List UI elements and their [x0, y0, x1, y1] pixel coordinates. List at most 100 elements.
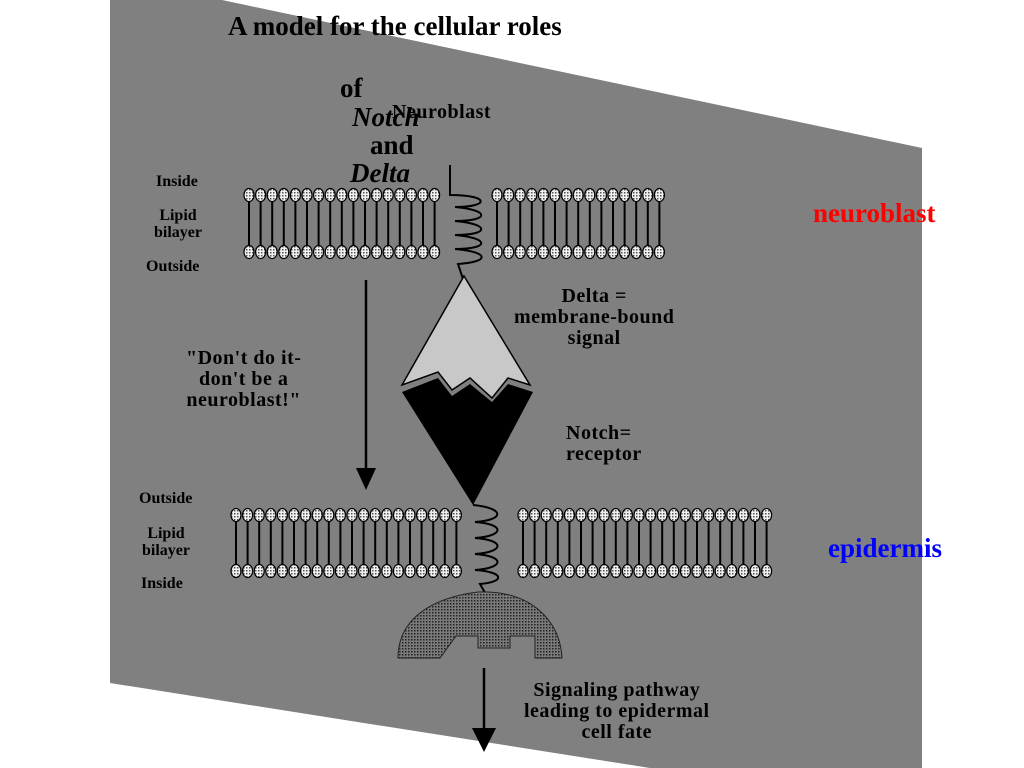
lipid-molecule — [276, 507, 288, 579]
lipid-molecule — [369, 507, 381, 579]
lipid-molecule — [563, 507, 576, 579]
lipid-molecule — [346, 507, 358, 579]
lipid-molecule — [549, 187, 561, 260]
lipid-molecule — [691, 507, 703, 579]
lipid-molecule — [702, 507, 715, 579]
lipid-molecule — [526, 187, 538, 260]
notch-transmembrane-helix — [472, 504, 500, 599]
delta-ligand-shape — [400, 274, 532, 400]
lipid-molecule — [405, 187, 417, 260]
label-neuroblast-top: Neuroblast — [392, 101, 492, 123]
lipid-molecule — [358, 507, 370, 579]
lipid-molecule — [552, 507, 564, 579]
label-side-neuroblast: neuroblast — [813, 198, 936, 228]
top-lipid-bilayer — [243, 187, 666, 260]
notch-receptor-shape — [402, 378, 533, 505]
lipid-molecule — [491, 187, 503, 260]
lipid-molecule — [439, 507, 451, 579]
lipid-molecule — [255, 187, 267, 260]
lipid-molecule — [404, 507, 416, 579]
lipid-molecule — [394, 187, 406, 260]
label-side-epidermis: epidermis — [828, 533, 942, 563]
lipid-molecule — [313, 187, 325, 260]
lipid-molecule — [726, 507, 738, 579]
lipid-molecule — [289, 187, 301, 260]
inhibition-arrow-head — [356, 468, 376, 490]
label-top-lipid-bilayer: Lipid bilayer — [154, 207, 202, 241]
bottom-lipid-bilayer — [230, 507, 773, 579]
lipid-molecule — [347, 187, 359, 260]
lipid-molecule — [560, 187, 573, 260]
lipid-molecule — [265, 507, 277, 579]
lipid-molecule — [760, 507, 773, 579]
lipid-molecule — [517, 507, 529, 579]
lipid-molecule — [633, 507, 645, 579]
lipid-molecule — [334, 507, 346, 579]
lipid-molecule — [572, 187, 584, 260]
lipid-molecule — [598, 507, 610, 579]
lipid-molecule — [288, 507, 300, 579]
label-bottom-inside: Inside — [141, 575, 183, 592]
lipid-molecule — [300, 507, 312, 579]
lipid-molecule — [644, 507, 657, 579]
lipid-molecule — [679, 507, 692, 579]
lipid-molecule — [607, 187, 619, 260]
label-bottom-outside: Outside — [139, 490, 193, 507]
lipid-molecule — [595, 187, 608, 260]
lipid-molecule — [749, 507, 761, 579]
label-top-inside: Inside — [156, 173, 198, 190]
lipid-molecule — [618, 187, 631, 260]
lipid-molecule — [540, 507, 552, 579]
lipid-molecule — [371, 187, 383, 260]
lipid-molecule — [278, 187, 290, 260]
delta-transmembrane-helix — [449, 165, 483, 286]
lipid-molecule — [503, 187, 515, 260]
label-delta: Delta = membrane-bound signal — [514, 285, 675, 349]
lipid-molecule — [737, 507, 750, 579]
lipid-molecule — [621, 507, 634, 579]
lipid-molecule — [575, 507, 587, 579]
lipid-molecule — [528, 507, 541, 579]
lipid-molecule — [537, 187, 550, 260]
lipid-molecule — [427, 507, 439, 579]
lipid-molecule — [653, 187, 666, 260]
lipid-molecule — [243, 187, 255, 260]
lipid-molecule — [642, 187, 654, 260]
lipid-molecule — [253, 507, 265, 579]
label-notch: Notch= receptor — [566, 422, 642, 465]
lipid-molecule — [324, 187, 336, 260]
lipid-molecule — [301, 187, 313, 260]
lipid-molecule — [514, 187, 526, 260]
lipid-molecule — [392, 507, 404, 579]
lipid-molecule — [311, 507, 323, 579]
lipid-molecule — [230, 507, 242, 579]
lipid-molecule — [714, 507, 726, 579]
lipid-molecule — [584, 187, 596, 260]
lipid-molecule — [382, 187, 394, 260]
label-signaling-pathway: Signaling pathway leading to epidermal c… — [524, 679, 710, 743]
lipid-molecule — [242, 507, 254, 579]
lipid-molecule — [610, 507, 622, 579]
lipid-molecule — [630, 187, 642, 260]
lipid-molecule — [450, 507, 462, 579]
diagram-title-line1: A model for the cellular roles — [228, 11, 562, 41]
lipid-molecule — [416, 507, 428, 579]
label-bottom-lipid-bilayer: Lipid bilayer — [142, 525, 190, 559]
title-and: and — [370, 130, 414, 161]
lipid-molecule — [668, 507, 680, 579]
lipid-molecule — [266, 187, 278, 260]
title-of: of — [340, 73, 363, 104]
lipid-molecule — [656, 507, 668, 579]
lipid-molecule — [417, 187, 429, 260]
diagram-title-line2: of Notch and Delta — [313, 46, 420, 216]
lipid-molecule — [429, 187, 441, 260]
signaling-arrow-head — [472, 728, 496, 752]
title-delta: Delta — [350, 158, 410, 189]
intracellular-effector-shape — [397, 591, 563, 659]
lipid-molecule — [359, 187, 371, 260]
lipid-molecule — [381, 507, 393, 579]
lipid-molecule — [586, 507, 599, 579]
lipid-molecule — [336, 187, 348, 260]
